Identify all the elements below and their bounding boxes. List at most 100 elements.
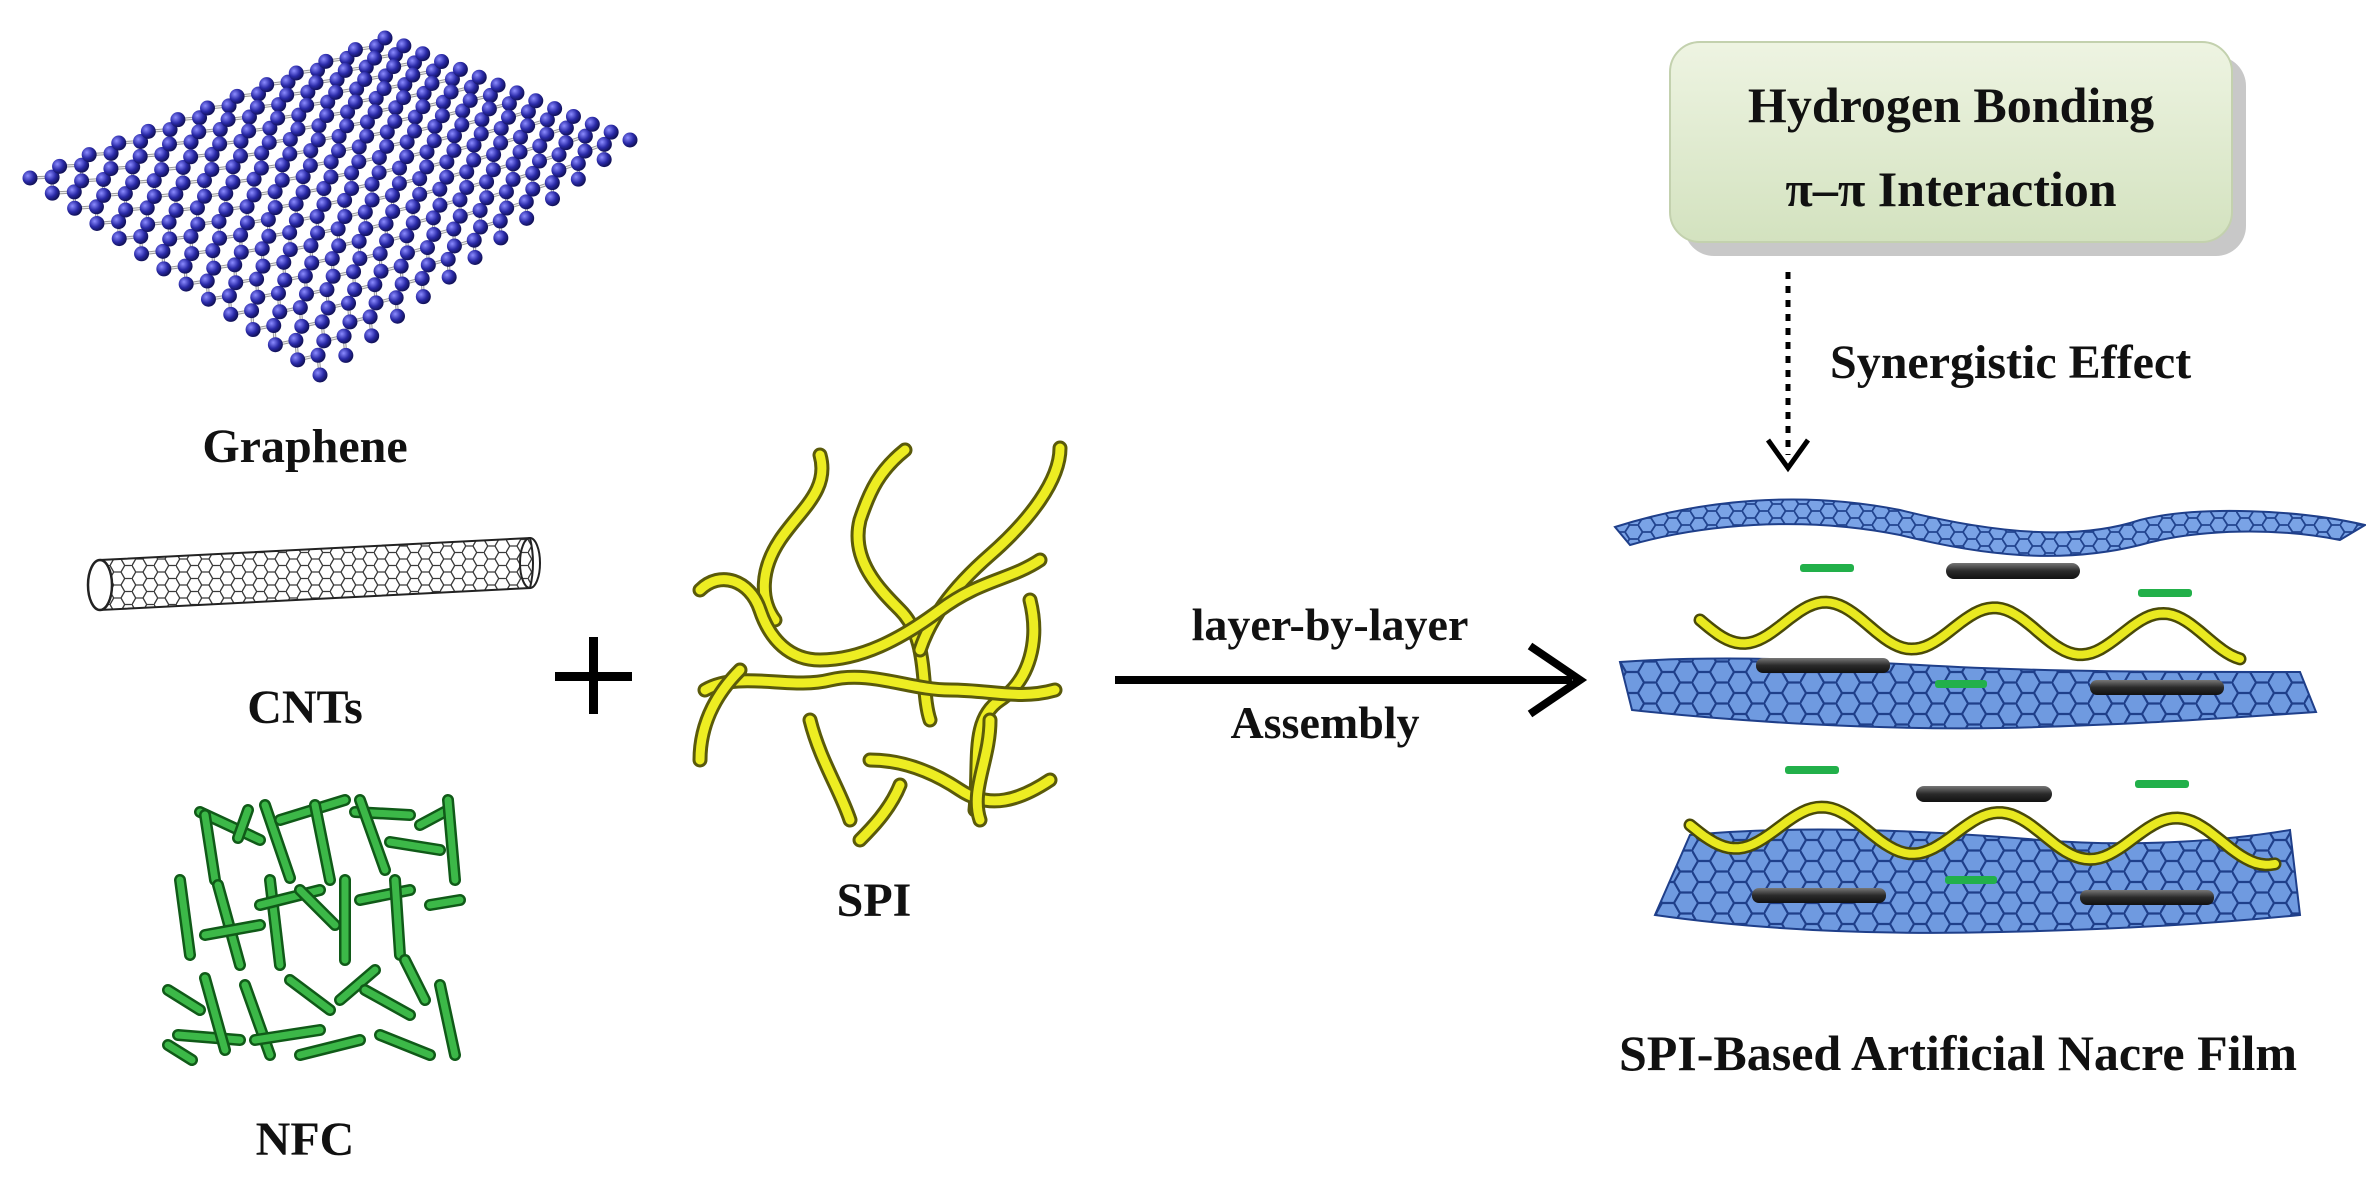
carbon-atom: [346, 264, 361, 279]
carbon-atom: [379, 139, 394, 154]
carbon-atom: [385, 204, 400, 219]
carbon-atom: [509, 85, 524, 100]
carbon-atom: [162, 232, 177, 247]
carbon-atom: [250, 100, 265, 115]
carbon-atom: [218, 202, 233, 217]
cnt-bar: [1756, 658, 1890, 673]
carbon-atom: [416, 289, 431, 304]
carbon-atom: [454, 117, 469, 132]
carbon-atom: [486, 162, 501, 177]
carbon-atom: [227, 257, 242, 272]
carbon-atom: [396, 90, 411, 105]
carbon-atom: [501, 110, 516, 125]
carbon-atom: [473, 203, 488, 218]
carbon-atom: [299, 287, 314, 302]
carbon-atom: [386, 59, 401, 74]
carbon-atom: [308, 75, 323, 90]
carbon-atom: [348, 95, 363, 110]
carbon-atom: [435, 108, 450, 123]
carbon-atom: [352, 234, 367, 249]
carbon-atom: [147, 189, 162, 204]
carbon-atom: [222, 288, 237, 303]
carbon-atom: [275, 173, 290, 188]
carbon-atom: [446, 143, 461, 158]
carbon-atom: [162, 137, 177, 152]
carbon-atom: [133, 149, 148, 164]
carbon-atom: [233, 148, 248, 163]
carbon-atom: [96, 188, 111, 203]
carbon-atom: [390, 309, 405, 324]
carbon-atom: [247, 187, 262, 202]
carbon-atom: [250, 290, 265, 305]
carbon-atom: [296, 185, 311, 200]
carbon-atom: [315, 314, 330, 329]
carbon-atom: [566, 109, 581, 124]
carbon-atom: [176, 175, 191, 190]
carbon-atom: [212, 231, 227, 246]
carbon-atom: [311, 132, 326, 147]
carbon-atom: [74, 173, 89, 188]
cnts-label: CNTs: [247, 681, 363, 734]
carbon-atom: [407, 124, 422, 139]
carbon-atom: [368, 104, 383, 119]
carbon-atom: [472, 70, 487, 85]
carbon-atom: [442, 270, 457, 285]
carbon-atom: [519, 194, 534, 209]
carbon-atom: [183, 149, 198, 164]
carbon-atom: [277, 273, 292, 288]
carbon-atom: [325, 251, 340, 266]
result-label: SPI-Based Artificial Nacre Film: [1619, 1025, 2297, 1081]
nfc-rod: [365, 990, 410, 1015]
carbon-atom: [419, 159, 434, 174]
carbon-atom: [337, 209, 352, 224]
synergy-arrow: [1768, 272, 1808, 468]
carbon-atom: [421, 257, 436, 272]
carbon-atom: [439, 170, 454, 185]
nfc-bar: [2138, 589, 2192, 597]
carbon-atom: [506, 172, 521, 187]
carbon-atom: [52, 159, 67, 174]
carbon-atom: [399, 228, 414, 243]
nfc-bar: [2135, 780, 2189, 788]
carbon-atom: [473, 220, 488, 235]
carbon-atom: [351, 154, 366, 169]
carbon-atom: [374, 264, 389, 279]
carbon-atom: [367, 277, 382, 292]
carbon-atom: [268, 200, 283, 215]
carbon-atom: [597, 152, 612, 167]
carbon-atom: [112, 231, 127, 246]
carbon-atom: [373, 246, 388, 261]
carbon-atom: [342, 314, 357, 329]
carbon-atom: [424, 76, 439, 91]
carbon-atom: [389, 290, 404, 305]
carbon-atom: [604, 125, 619, 140]
carbon-atom: [532, 154, 547, 169]
arrow-label-top: layer-by-layer: [1192, 599, 1469, 650]
carbon-atom: [282, 147, 297, 162]
carbon-atom: [331, 143, 346, 158]
carbon-atom: [545, 191, 560, 206]
carbon-atom: [328, 85, 343, 100]
nfc-rod: [180, 880, 190, 955]
carbon-atom: [190, 217, 205, 232]
carbon-atom: [82, 147, 97, 162]
carbon-atom: [441, 252, 456, 267]
carbon-atom: [415, 271, 430, 286]
carbon-atom: [234, 245, 249, 260]
carbon-atom: [571, 172, 586, 187]
carbon-atom: [406, 216, 421, 231]
carbon-atom: [467, 233, 482, 248]
carbon-atom: [415, 99, 430, 114]
carbon-atom: [289, 213, 304, 228]
carbon-atom: [272, 304, 287, 319]
carbon-atom: [200, 101, 215, 116]
carbon-atom: [365, 193, 380, 208]
carbon-atom: [290, 352, 305, 367]
carbon-atom: [89, 216, 104, 231]
carbon-atom: [341, 296, 356, 311]
carbon-atom: [337, 329, 352, 344]
carbon-atom: [444, 84, 459, 99]
carbon-atom: [338, 63, 353, 78]
